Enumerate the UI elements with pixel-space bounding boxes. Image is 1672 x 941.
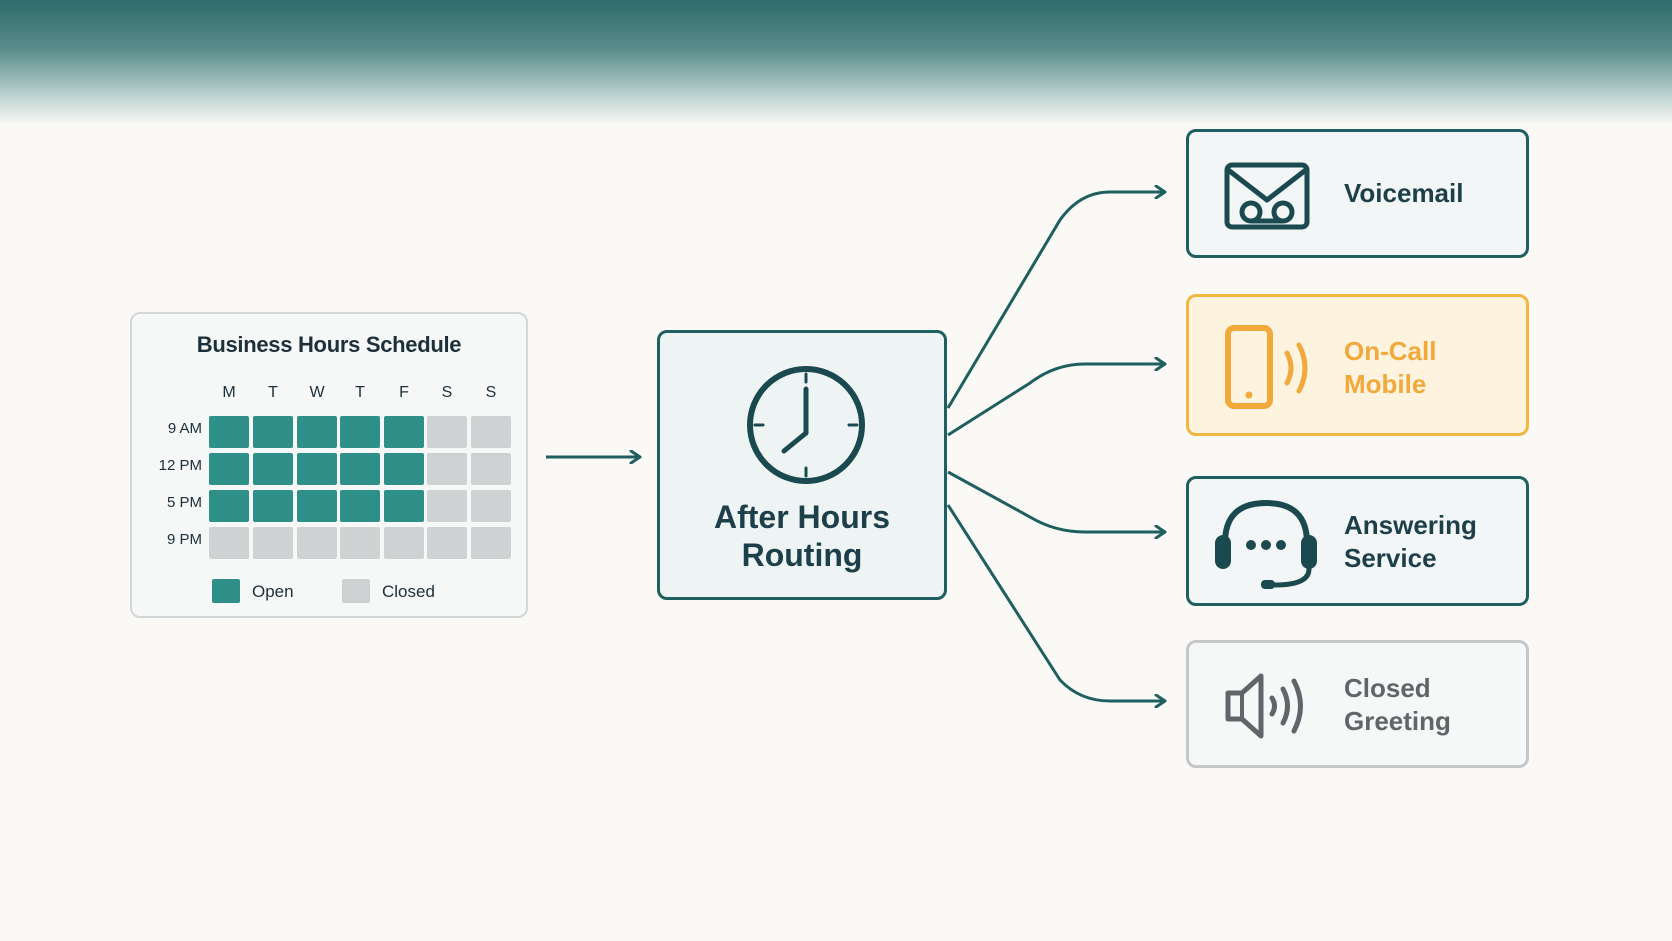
answering-label-line1: Answering <box>1344 510 1477 540</box>
business-hours-schedule-card: Business Hours Schedule M T W T F S S 9 … <box>130 312 528 618</box>
answering-service-label: Answering Service <box>1344 509 1477 575</box>
day-label-wednesday: W <box>309 384 325 401</box>
router-label-line1: After Hours <box>713 499 890 535</box>
legend-label-open: Open <box>252 582 294 601</box>
schedule-cell-mon-row2-open <box>209 453 249 485</box>
time-label-9am: 9 AM <box>167 420 202 437</box>
on-call-label-line1: On-Call <box>1344 336 1437 366</box>
destination-closed-greeting[interactable]: Closed Greeting <box>1186 640 1529 768</box>
schedule-cell-mon-row4-closed <box>209 527 249 559</box>
schedule-title: Business Hours Schedule <box>196 332 462 357</box>
schedule-cell-tue-row2-open <box>253 453 293 485</box>
on-call-mobile-label: On-Call Mobile <box>1344 335 1436 401</box>
schedule-cell-tue-row3-open <box>253 490 293 522</box>
destination-on-call-mobile[interactable]: On-Call Mobile <box>1186 294 1529 436</box>
schedule-cell-sat-row2-closed <box>427 453 467 485</box>
voicemail-label: Voicemail <box>1344 177 1463 210</box>
schedule-cell-fri-row1-open <box>384 416 424 448</box>
day-label-tuesday: T <box>268 384 278 401</box>
schedule-cell-sun-row2-closed <box>471 453 511 485</box>
on-call-label-line2: Mobile <box>1344 369 1427 399</box>
time-label-5pm: 5 PM <box>166 494 202 511</box>
closed-greeting-label: Closed Greeting <box>1344 672 1451 738</box>
day-label-saturday: S <box>441 384 453 401</box>
schedule-cell-sun-row1-closed <box>471 416 511 448</box>
router-label-line2: Routing <box>741 537 863 573</box>
destination-answering-service[interactable]: Answering Service <box>1186 476 1529 606</box>
arrow-router-to-voicemail <box>946 192 1165 409</box>
header-gradient-band <box>0 0 1672 125</box>
arrow-router-to-closed-greeting <box>946 504 1165 701</box>
arrow-router-to-answering <box>947 470 1165 532</box>
time-label-9pm: 9 PM <box>166 531 202 548</box>
legend-swatch-closed <box>342 579 370 603</box>
schedule-cell-mon-row1-open <box>209 416 249 448</box>
schedule-cell-sun-row3-closed <box>471 490 511 522</box>
schedule-cell-thu-row4-closed <box>340 527 380 559</box>
schedule-cell-thu-row2-open <box>340 453 380 485</box>
legend-label-closed: Closed <box>382 582 435 601</box>
day-label-friday: F <box>399 384 409 401</box>
schedule-cell-sat-row3-closed <box>427 490 467 522</box>
closed-greeting-label-line1: Closed <box>1344 673 1431 703</box>
schedule-cell-tue-row4-closed <box>253 527 293 559</box>
router-label: After Hours Routing <box>660 498 944 574</box>
headset-icon <box>1215 499 1317 589</box>
schedule-cell-sat-row4-closed <box>427 527 467 559</box>
schedule-cell-fri-row2-open <box>384 453 424 485</box>
day-label-thursday: T <box>355 384 365 401</box>
schedule-cell-thu-row1-open <box>340 416 380 448</box>
schedule-cell-wed-row1-open <box>297 416 337 448</box>
schedule-cell-fri-row3-open <box>384 490 424 522</box>
voicemail-label-line1: Voicemail <box>1344 178 1464 208</box>
schedule-cell-sat-row1-closed <box>427 416 467 448</box>
day-label-sunday: S <box>485 384 497 401</box>
schedule-cell-fri-row4-closed <box>384 527 424 559</box>
closed-greeting-label-line2: Greeting <box>1344 706 1451 736</box>
mobile-phone-icon <box>1225 325 1308 409</box>
speaker-icon <box>1225 673 1303 739</box>
schedule-cell-tue-row1-open <box>253 416 293 448</box>
arrow-router-to-oncall <box>947 364 1165 437</box>
schedule-cell-thu-row3-open <box>340 490 380 522</box>
after-hours-routing-node: After Hours Routing <box>657 330 947 600</box>
schedule-cell-wed-row3-open <box>297 490 337 522</box>
destination-voicemail[interactable]: Voicemail <box>1186 129 1529 258</box>
day-label-monday: M <box>222 384 236 401</box>
time-label-12pm: 12 PM <box>158 457 202 474</box>
schedule-cell-mon-row3-open <box>209 490 249 522</box>
schedule-cell-sun-row4-closed <box>471 527 511 559</box>
clock-icon <box>747 366 865 484</box>
schedule-cell-wed-row4-closed <box>297 527 337 559</box>
voicemail-icon <box>1224 162 1310 230</box>
legend-swatch-open <box>212 579 240 603</box>
answering-label-line2: Service <box>1344 543 1437 573</box>
schedule-cell-wed-row2-open <box>297 453 337 485</box>
